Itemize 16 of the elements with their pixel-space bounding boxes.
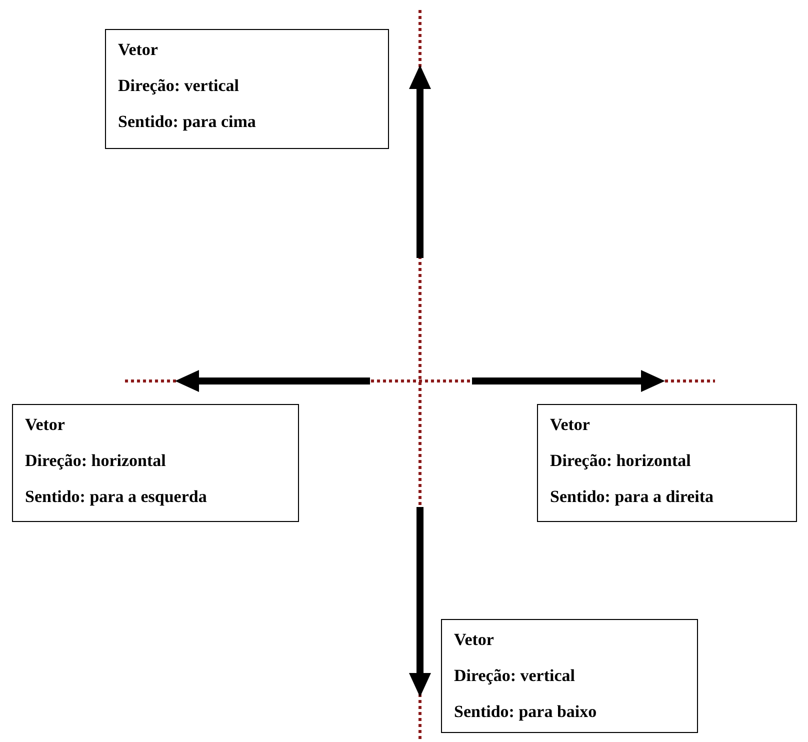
box-text: Direção: horizontal (550, 451, 691, 471)
text-box (537, 404, 797, 522)
box-text: Direção: vertical (454, 666, 575, 686)
text-box (12, 404, 299, 522)
box-heading: Vetor (550, 415, 590, 435)
box-text: Direção: horizontal (25, 451, 166, 471)
box-text: Sentido: para baixo (454, 702, 597, 722)
box-text: Sentido: para a esquerda (25, 487, 207, 507)
box-text: Direção: vertical (118, 76, 239, 96)
box-text: Sentido: para cima (118, 112, 256, 132)
text-box (105, 29, 389, 149)
text-box (441, 619, 698, 733)
box-heading: Vetor (118, 40, 158, 60)
box-heading: Vetor (25, 415, 65, 435)
box-text: Sentido: para a direita (550, 487, 714, 507)
box-heading: Vetor (454, 630, 494, 650)
